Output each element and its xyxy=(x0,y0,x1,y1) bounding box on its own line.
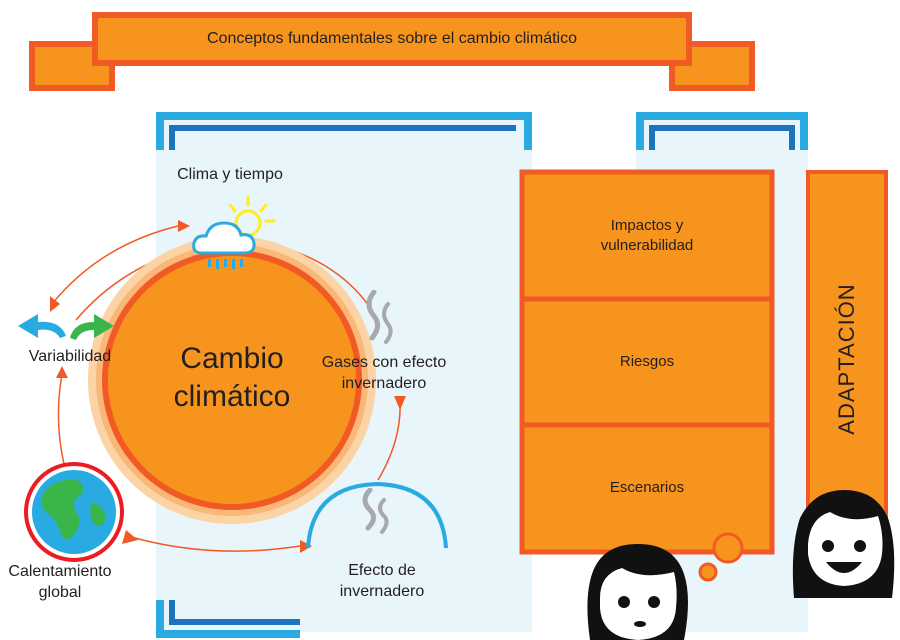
label-gases-line1: Gases con efecto xyxy=(321,354,447,371)
adaptacion-bar: ADAPTACIÓN xyxy=(806,170,888,548)
right-panel-top-border xyxy=(636,112,808,150)
impactos-line1: Impactos y xyxy=(610,217,684,234)
arc-calentamiento-variabilidad xyxy=(57,373,65,465)
impactos-line2: vulnerabilidad xyxy=(600,237,694,254)
label-clima-tiempo: Clima y tiempo xyxy=(177,166,283,183)
label-efecto-invernadero: Efecto de invernadero xyxy=(302,560,462,602)
label-gases-line2: invernadero xyxy=(341,375,427,392)
list-item-impactos: Impactos y vulnerabilidad xyxy=(526,176,768,296)
boy-face-icon xyxy=(587,544,688,640)
arrowhead-efecto xyxy=(300,540,312,553)
center-concept: Cambio climático xyxy=(104,290,360,466)
dome-icon xyxy=(306,481,448,549)
label-variabilidad: Variabilidad xyxy=(28,348,112,365)
smoke-icon xyxy=(366,290,393,344)
list-item-riesgos: Riesgos xyxy=(526,302,768,422)
label-calentamiento-line1: Calentamiento xyxy=(8,563,112,580)
right-panel-top-inner xyxy=(649,125,795,150)
smoke-icon xyxy=(362,488,389,534)
arrowhead-calentamiento xyxy=(122,530,138,544)
arrowhead-clima xyxy=(178,220,190,232)
label-efecto-line1: Efecto de xyxy=(348,562,416,579)
label-calentamiento-line2: global xyxy=(38,584,82,601)
arrowhead-variabilidad-top xyxy=(50,296,60,312)
left-panel-bottom-border xyxy=(156,600,300,638)
thought-bubbles xyxy=(698,532,744,582)
weather-icon xyxy=(192,195,276,269)
arc-efecto-calentamiento xyxy=(127,535,301,552)
left-panel-bottom-inner xyxy=(169,600,300,625)
center-line-1: Cambio xyxy=(180,342,284,375)
list-item-escenarios: Escenarios xyxy=(526,428,768,548)
label-efecto-line2: invernadero xyxy=(339,583,425,600)
sun-core xyxy=(108,256,356,504)
left-panel-top-inner xyxy=(169,125,516,150)
label-gases: Gases con efecto invernadero xyxy=(304,352,464,394)
adaptacion-label: ADAPTACIÓN xyxy=(834,283,859,435)
arrows-icon xyxy=(18,314,114,340)
arc-variabilidad-clima-outer xyxy=(51,225,179,305)
center-line-2: climático xyxy=(173,380,291,413)
left-panel-top-border xyxy=(156,112,532,150)
globe-icon xyxy=(24,462,124,562)
arrowhead-variabilidad xyxy=(56,366,68,378)
arrowhead-down-gases xyxy=(394,396,406,410)
page-title: Conceptos fundamentales sobre el cambio … xyxy=(92,12,692,66)
label-calentamiento-global: Calentamiento global xyxy=(0,561,120,603)
girl-face-icon xyxy=(792,490,895,598)
